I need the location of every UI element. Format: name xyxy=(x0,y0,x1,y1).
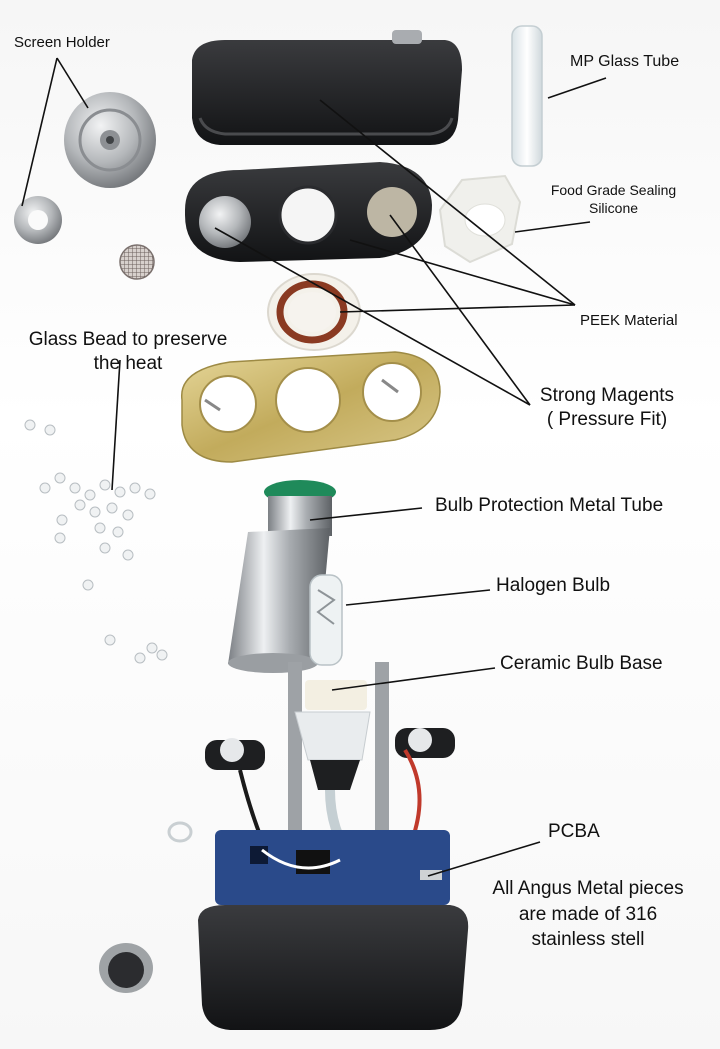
label-pcba: PCBA xyxy=(548,821,600,842)
small-screen-holder-ring xyxy=(14,196,62,244)
leader-lines xyxy=(21,57,607,877)
label-sealing-line1: Food Grade Sealing xyxy=(550,182,677,198)
glass-beads xyxy=(24,419,168,664)
label-bulb-protection-tube: Bulb Protection Metal Tube xyxy=(435,495,664,516)
label-sealing-line2: Silicone xyxy=(588,199,639,216)
mp-glass-tube-part xyxy=(511,25,543,167)
label-note-line2: are made of 316 xyxy=(518,903,658,925)
label-halogen-bulb: Halogen Bulb xyxy=(496,575,611,596)
label-note-line1: All Angus Metal pieces xyxy=(492,878,684,899)
bottom-black-base xyxy=(198,905,469,1030)
gold-plate-part xyxy=(181,351,441,463)
top-black-cover xyxy=(192,30,462,145)
magnet-holder-part xyxy=(185,162,432,262)
label-stainless-note: All Angus Metal pieces are made of 316 s… xyxy=(468,876,708,953)
bulb-protection-tube-part xyxy=(228,480,336,673)
label-glass-bead: Glass Bead to preserve the heat xyxy=(6,328,250,376)
label-screen-holder: Screen Holder xyxy=(14,34,110,51)
pcba-board xyxy=(215,830,450,905)
peek-ring-part xyxy=(267,273,361,351)
silicone-cap-part xyxy=(99,943,153,993)
label-glass-bead-line2: the heat xyxy=(93,352,163,374)
silicone-seal-part xyxy=(438,174,522,264)
label-strong-magnets: Strong Magents ( Pressure Fit) xyxy=(522,384,692,432)
label-magnets-line1: Strong Magents xyxy=(539,385,675,406)
small-o-ring xyxy=(167,821,193,843)
mesh-screen xyxy=(119,244,155,280)
label-mp-glass-tube: MP Glass Tube xyxy=(570,53,680,70)
label-glass-bead-line1: Glass Bead to preserve xyxy=(28,329,228,350)
screen-holder-part xyxy=(64,92,156,188)
label-sealing-silicone: Food Grade Sealing Silicone xyxy=(526,182,701,217)
label-magnets-line2: ( Pressure Fit) xyxy=(546,408,668,430)
halogen-bulb-part xyxy=(309,574,343,666)
label-peek-material: PEEK Material xyxy=(580,312,678,329)
label-note-line3: stainless stell xyxy=(531,929,645,951)
label-ceramic-bulb-base: Ceramic Bulb Base xyxy=(500,653,663,674)
